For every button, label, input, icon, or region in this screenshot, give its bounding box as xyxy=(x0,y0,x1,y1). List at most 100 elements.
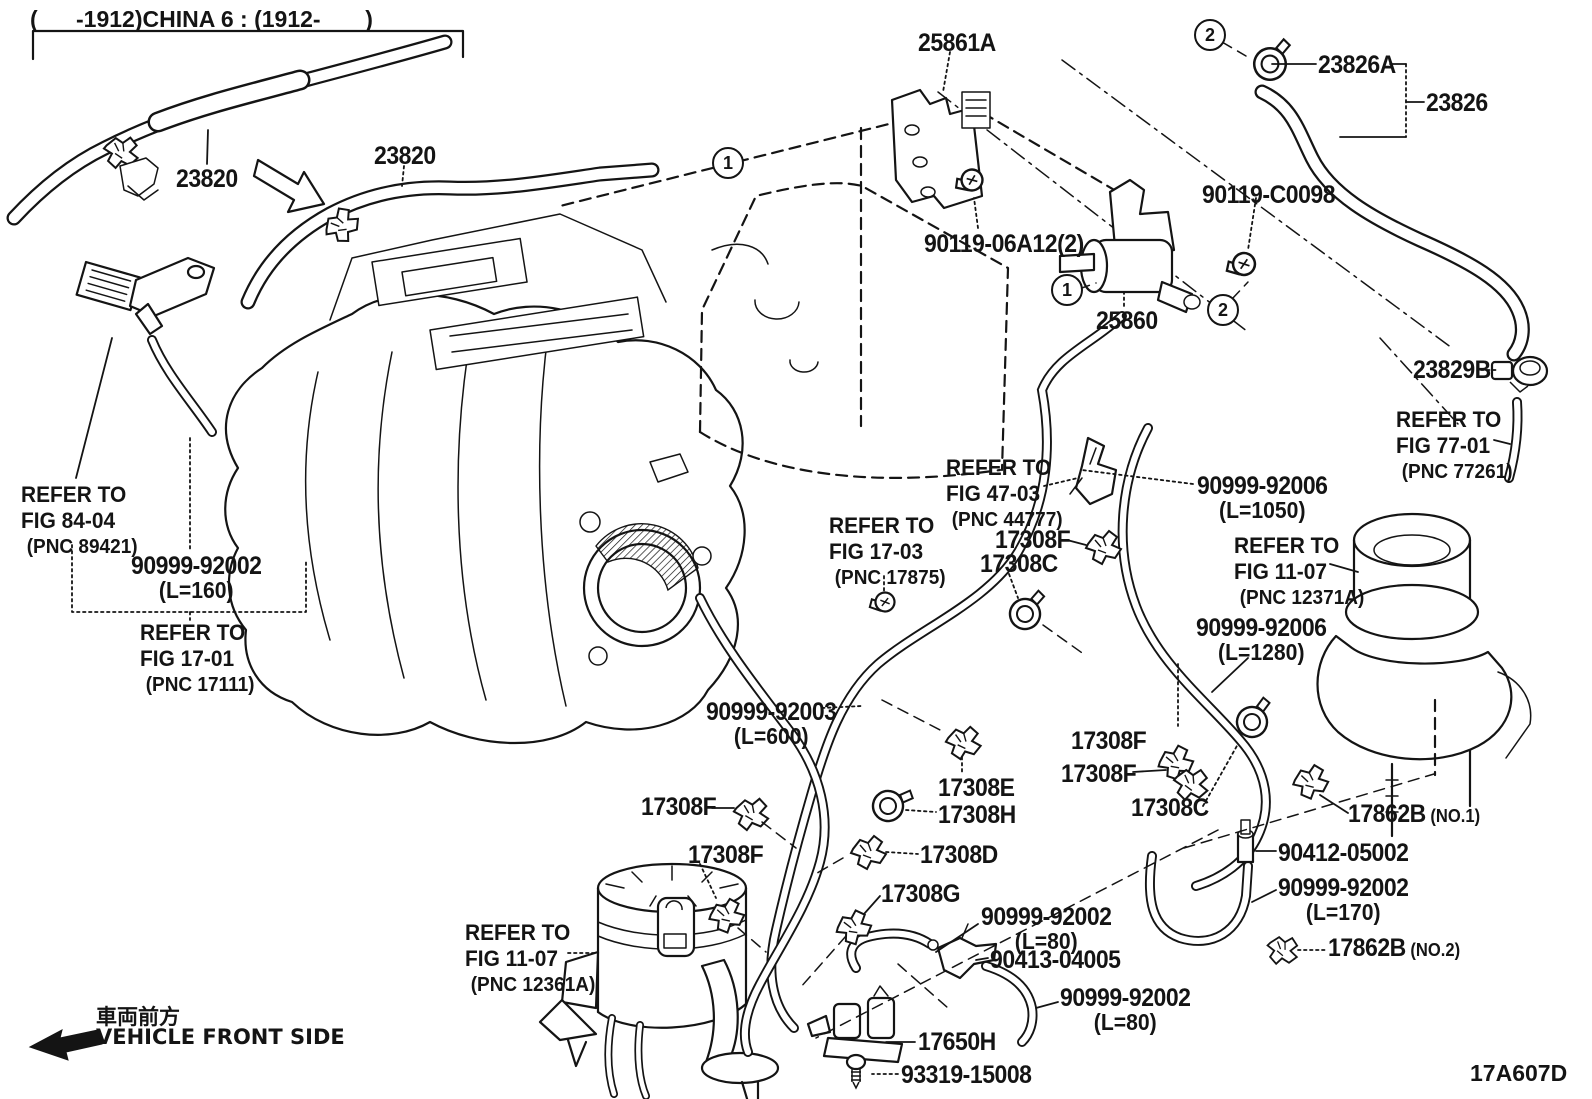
refer-note-line3: (PNC 89421) xyxy=(26,535,138,558)
part-length-note: (L=600) xyxy=(733,723,809,749)
callout-circle-c1: 1 xyxy=(712,147,744,179)
part-label-p17308F_4: 17308F xyxy=(1071,728,1147,754)
part-number: 17650H xyxy=(918,1028,996,1056)
part-label-p17308F_5: 17308F xyxy=(1061,760,1137,788)
part-label-p17862B_1: 17862B (NO.1) xyxy=(1348,801,1480,827)
intake-manifold xyxy=(224,213,746,745)
valve-44777 xyxy=(1069,436,1118,506)
refer-note-line2: FIG 77-01 xyxy=(1396,433,1491,459)
vehicle-front-arrow xyxy=(28,1029,103,1061)
part-number: 23829B xyxy=(1413,356,1491,384)
part-number: 90999-92003 xyxy=(706,698,837,726)
part-number: 17308F xyxy=(641,793,717,821)
part-label-p23826: 23826 xyxy=(1426,90,1488,116)
callout-circle-c3: 1 xyxy=(1051,274,1083,306)
part-number: 93319-15008 xyxy=(901,1061,1032,1089)
refer-note-line1: REFER TO xyxy=(829,513,935,538)
part-label-p17308F_1: 17308F xyxy=(995,526,1071,554)
vehicle-front-en: VEHICLE FRONT SIDE xyxy=(96,1025,345,1049)
refer-note-line3: (PNC 44777) xyxy=(951,508,1063,531)
refer-note-line2: FIG 17-01 xyxy=(140,646,235,672)
part-label-p17650H: 17650H xyxy=(918,1029,996,1055)
callout-number: 2 xyxy=(1217,299,1228,320)
part-label-p90999_92002_160: 90999-92002(L=160) xyxy=(131,553,262,603)
callout-number: 2 xyxy=(1204,24,1215,45)
china-note: ( -1912)CHINA 6 : (1912- ) xyxy=(30,6,373,32)
refer-note-line3: (PNC 12361A) xyxy=(470,973,596,996)
part-number: 17862B xyxy=(1328,934,1406,962)
refer-note-line1: REFER TO xyxy=(946,455,1052,480)
part-length-note: (L=1050) xyxy=(1219,497,1306,523)
part-label-p90999_92006_1280: 90999-92006(L=1280) xyxy=(1196,615,1327,665)
part-label-p90119_C0098: 90119-C0098 xyxy=(1202,181,1336,209)
part-number: 17308G xyxy=(881,880,961,908)
part-number: 17308F xyxy=(1061,760,1137,788)
callout-circle-c4: 2 xyxy=(1207,294,1239,326)
refer-note-line1: REFER TO xyxy=(465,920,571,945)
part-number: 23820 xyxy=(176,165,238,193)
part-number: 17308F xyxy=(995,526,1071,554)
callout-number: 1 xyxy=(1061,279,1072,300)
part-number-suffix: (NO.2) xyxy=(1405,940,1461,960)
map-sensor xyxy=(75,256,216,336)
refer-note-line1: REFER TO xyxy=(1396,407,1502,432)
part-number: 90999-92002 xyxy=(1278,874,1409,902)
part-label-p17308F_2: 17308F xyxy=(641,793,717,821)
part-label-p23826A: 23826A xyxy=(1318,52,1396,78)
part-label-p17308G: 17308G xyxy=(881,880,961,908)
part-number: 17308E xyxy=(938,774,1015,802)
part-number: 23820 xyxy=(374,142,436,170)
part-number: 17862B xyxy=(1348,800,1426,828)
part-label-p90999_92002_80b: 90999-92002(L=80) xyxy=(1060,985,1191,1035)
china-note-bracket xyxy=(31,29,465,61)
part-number: 90999-92002 xyxy=(131,552,262,580)
refer-note-line3: (PNC 77261) xyxy=(1401,460,1513,483)
vehicle-front-jp: 車両前方 xyxy=(96,1005,180,1029)
refer-note-line3: (PNC 17111) xyxy=(145,673,255,696)
part-number-suffix: (NO.1) xyxy=(1425,806,1481,826)
part-number: 90999-92006 xyxy=(1196,614,1327,642)
part-label-p17308C_1: 17308C xyxy=(980,551,1058,577)
part-number: 23826A xyxy=(1318,51,1396,79)
refer-note-line2: FIG 84-04 xyxy=(21,508,116,534)
part-number: 25860 xyxy=(1096,307,1158,335)
part-label-p23829B: 23829B xyxy=(1413,357,1491,383)
connector-23829B xyxy=(1490,355,1549,393)
part-number: 17308C xyxy=(980,550,1058,578)
refer-note-line3: (PNC 17875) xyxy=(834,566,946,589)
part-length-note: (L=80) xyxy=(1093,1009,1157,1035)
part-length-note: (L=170) xyxy=(1305,899,1381,925)
part-number: 90412-05002 xyxy=(1278,839,1409,867)
refer-note-line1: REFER TO xyxy=(140,620,246,645)
refer-note-line2: FIG 17-03 xyxy=(829,539,924,565)
part-label-p17308C_2: 17308C xyxy=(1131,795,1209,821)
engine-mount-left xyxy=(538,862,780,1099)
part-length-note: (L=160) xyxy=(158,577,234,603)
part-label-p93319_15008: 93319-15008 xyxy=(901,1062,1032,1088)
part-number: 17308D xyxy=(920,841,998,869)
part-number: 90119-C0098 xyxy=(1202,181,1336,209)
refer-note-line1: REFER TO xyxy=(1234,533,1340,558)
part-label-p90119_06A12: 90119-06A12(2) xyxy=(924,231,1084,257)
refer-note-line2: FIG 11-07 xyxy=(1234,559,1327,585)
part-number: 90999-92002 xyxy=(1060,984,1191,1012)
diagram-code: 17A607D xyxy=(1470,1060,1568,1086)
engine-dashed-outline xyxy=(558,59,1459,479)
part-number: 17308C xyxy=(1131,794,1209,822)
part-number: 90413-04005 xyxy=(990,946,1121,974)
part-label-p90999_92002_170: 90999-92002(L=170) xyxy=(1278,875,1409,925)
part-length-note: (L=80) xyxy=(1014,928,1078,954)
engine-mount-right xyxy=(1316,512,1532,838)
part-number: 25861A xyxy=(918,29,996,57)
part-label-p17308H: 17308H xyxy=(938,802,1016,828)
callout-circle-c2: 2 xyxy=(1194,19,1226,51)
part-number: 17308H xyxy=(938,801,1016,829)
part-label-p90999_92006_1050: 90999-92006(L=1050) xyxy=(1197,473,1328,523)
